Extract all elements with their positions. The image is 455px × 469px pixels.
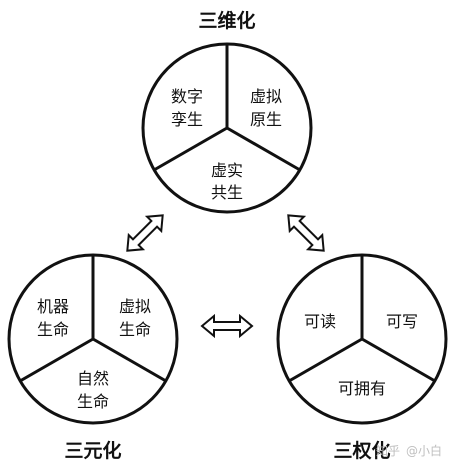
- watermark: 知乎 @小白: [376, 443, 442, 458]
- segment-right-2-line1: 可写: [386, 312, 418, 331]
- divider-top-right: [226, 126, 301, 172]
- watermark-right-text: @小白: [406, 443, 442, 458]
- circle-group-right: 可读 可写 可拥有 三权化: [276, 253, 448, 462]
- segment-left-3-line2: 生命: [77, 392, 109, 411]
- segment-top-2-line2: 原生: [250, 110, 282, 129]
- title-top: 三维化: [198, 9, 255, 32]
- segment-right-3-line1: 可拥有: [338, 379, 386, 398]
- segment-left-2-line1: 虚拟: [119, 297, 151, 316]
- divider-top-left: [153, 126, 228, 172]
- segment-left-2-line2: 生命: [119, 320, 151, 339]
- arrow-horizontal-icon: [201, 315, 253, 337]
- divider-left-left: [19, 337, 94, 383]
- segment-left-1-line2: 生命: [37, 320, 69, 339]
- segment-top-3-line1: 虚实: [211, 161, 243, 180]
- watermark-left-text: 知乎: [376, 444, 400, 458]
- divider-right-left: [288, 337, 363, 383]
- segment-left-3-line1: 自然: [77, 369, 109, 388]
- circle-group-top: 三维化 数字 孪生 虚拟 原生 虚实 共生: [141, 9, 313, 214]
- segment-top-2-line1: 虚拟: [250, 87, 282, 106]
- divider-right-right: [361, 337, 436, 383]
- segment-top-3-line2: 共生: [211, 183, 243, 202]
- segment-left-1-line1: 机器: [37, 297, 69, 316]
- segment-right-1-line1: 可读: [304, 312, 336, 331]
- title-right: 三权化: [333, 439, 390, 462]
- arrow-top-left-icon: [119, 207, 171, 259]
- circle-group-left: 机器 生命 虚拟 生命 自然 生命 三元化: [7, 253, 179, 462]
- arrow-top-right-icon: [280, 207, 332, 259]
- segment-top-1-line2: 孪生: [171, 110, 203, 129]
- segment-top-1-line1: 数字: [171, 87, 203, 106]
- divider-left-right: [92, 337, 167, 383]
- title-left: 三元化: [64, 439, 121, 462]
